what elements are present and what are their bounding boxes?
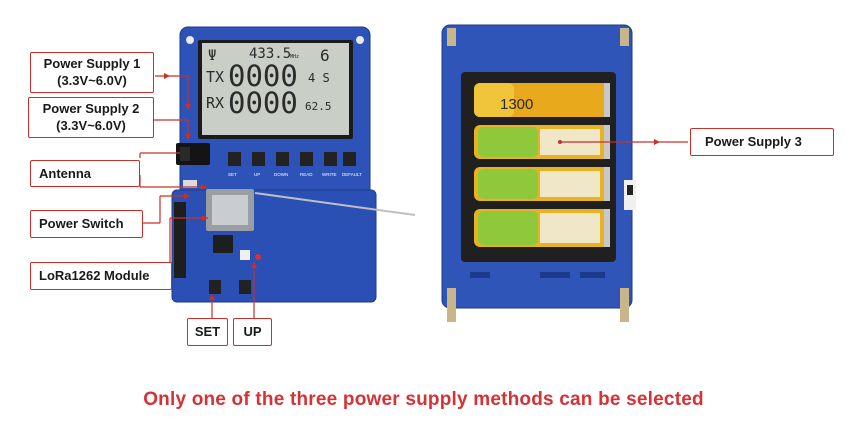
lora-module	[206, 189, 254, 231]
svg-text:WRITE: WRITE	[322, 172, 337, 177]
power-switch-label: Power Switch	[30, 210, 143, 238]
svg-text:0000: 0000	[228, 59, 298, 93]
svg-text:1300: 1300	[500, 96, 533, 113]
power-supply-2-range: (3.3V~6.0V)	[56, 118, 126, 133]
svg-text:4 S: 4 S	[308, 71, 330, 85]
up-button-label: UP	[233, 318, 272, 346]
footer-note: Only one of the three power supply metho…	[143, 389, 704, 410]
power-supply-1-title: Power Supply 1	[43, 56, 141, 71]
power-supply-2-label: Power Supply 2 (3.3V~6.0V)	[28, 97, 154, 138]
callout-arrowheads	[164, 73, 660, 300]
svg-text:6: 6	[320, 46, 330, 65]
power-supply-3-label: Power Supply 3	[690, 128, 834, 156]
svg-text:433.5: 433.5	[249, 46, 291, 62]
battery-pack: 1300	[474, 83, 610, 247]
svg-text:READ: READ	[300, 172, 313, 177]
svg-text:MHz: MHz	[290, 54, 299, 60]
power-supply-2-title: Power Supply 2	[42, 101, 140, 116]
svg-text:UP: UP	[254, 172, 260, 177]
power-supply-1-range: (3.3V~6.0V)	[57, 73, 127, 88]
svg-text:SET: SET	[228, 172, 237, 177]
svg-text:DEFAULT: DEFAULT	[342, 172, 362, 177]
lora-module-label: LoRa1262 Module	[30, 262, 172, 290]
svg-text:62.5: 62.5	[305, 100, 332, 113]
set-button-label: SET	[187, 318, 228, 346]
antenna-label: Antenna	[30, 160, 140, 187]
left-device: Ψ 433.5 MHz 6 TX 0000 4 S RX 0000 62.5 S…	[171, 26, 416, 303]
power-supply-1-label: Power Supply 1 (3.3V~6.0V)	[30, 52, 154, 93]
svg-text:TX: TX	[206, 68, 224, 86]
svg-text:Ψ: Ψ	[208, 48, 216, 64]
svg-text:RX: RX	[206, 94, 224, 112]
board-buttons-row: SET UP DOWN READ WRITE DEFAULT	[228, 152, 362, 177]
right-device: 1300	[441, 24, 636, 322]
svg-text:0000: 0000	[228, 86, 298, 120]
lcd-display: Ψ 433.5 MHz 6 TX 0000 4 S RX 0000 62.5	[198, 40, 353, 139]
svg-text:DOWN: DOWN	[274, 172, 288, 177]
